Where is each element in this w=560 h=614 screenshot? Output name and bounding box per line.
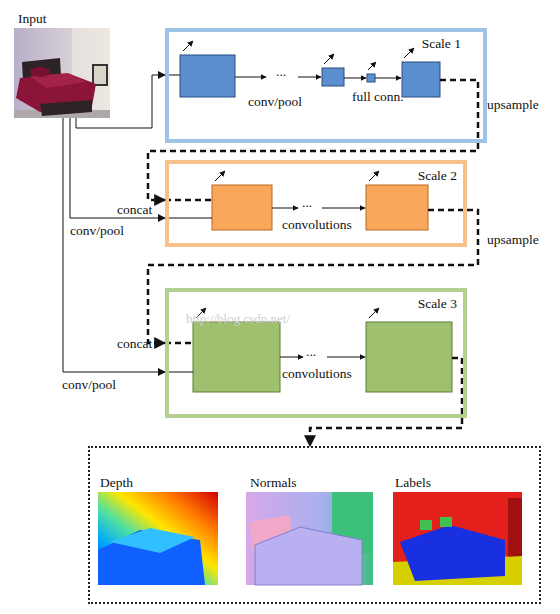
labels-pillow [420, 520, 432, 530]
learnable-mark [324, 54, 334, 64]
output-map: Depth [98, 492, 218, 585]
operation-label: full conn. [352, 89, 404, 105]
upsample-connector [148, 143, 478, 200]
fc-block [402, 62, 440, 97]
scale-title: Scale 3 [418, 296, 457, 312]
operation-label: convolutions [282, 366, 352, 382]
conv-block [366, 185, 428, 230]
depth-map [98, 492, 218, 585]
edge-label: upsample [487, 97, 539, 113]
edge-label: conv/pool [70, 223, 124, 239]
flow-arrow [322, 208, 365, 209]
conv-block [212, 185, 272, 230]
labels-bed [400, 525, 505, 581]
input-connector [63, 118, 165, 372]
upsample-wire [440, 80, 478, 143]
ellipsis: ... [302, 195, 312, 211]
upsample-connector [310, 418, 462, 446]
input-photo [14, 28, 110, 118]
scale-title: Scale 1 [422, 36, 461, 52]
operation-label: concat [117, 202, 152, 218]
output-wire [452, 358, 462, 418]
labels-pillow [440, 517, 452, 527]
map-heading: Labels [395, 475, 431, 491]
map-heading: Depth [100, 475, 133, 491]
conv-block [366, 322, 452, 392]
scale-box: Scale 1 [165, 28, 487, 143]
learnable-mark [369, 308, 379, 318]
image-heading: Input [18, 11, 47, 27]
normals-map [246, 492, 373, 585]
edge-label: conv/pool [62, 377, 116, 393]
ellipsis: ... [276, 64, 286, 80]
learnable-mark [404, 48, 414, 58]
scale-title: Scale 2 [418, 168, 457, 184]
flow-arrow [280, 357, 303, 358]
upsample-wire [165, 199, 212, 202]
learnable-mark [369, 171, 379, 181]
flow-arrow [344, 78, 366, 79]
normals-bed [255, 527, 362, 585]
fc-block [322, 68, 344, 86]
map-heading: Normals [250, 475, 297, 491]
input-connector [76, 75, 165, 128]
output-map: Labels [393, 492, 522, 585]
flow-arrow [375, 78, 401, 79]
ellipsis: ... [306, 344, 316, 360]
flow-arrow [298, 77, 321, 78]
labels-map [393, 492, 522, 585]
operation-label: convolutions [282, 217, 352, 233]
output-group: DepthNormalsLabels [88, 446, 541, 604]
conv-block [180, 55, 235, 97]
flow-arrow [272, 208, 298, 209]
operation-label: concat [117, 336, 152, 352]
flow-arrow [235, 77, 266, 78]
upsample-wire [428, 209, 467, 212]
photo-footboard [40, 100, 92, 116]
upsample-wire [165, 342, 193, 345]
flow-arrow [327, 357, 365, 358]
wire [165, 218, 212, 219]
learnable-mark [368, 62, 376, 70]
upsample-connector [148, 210, 478, 343]
input-image: Input [14, 28, 110, 118]
conv-block [193, 322, 280, 392]
scale-box: Scale 2 [165, 160, 467, 247]
input-connector [70, 118, 165, 218]
photo-pillow [30, 67, 50, 77]
learnable-mark [215, 171, 225, 181]
output-map: Normals [246, 492, 373, 585]
depth-bed-top [110, 528, 195, 553]
wire [165, 372, 193, 373]
photo-frame [92, 64, 108, 86]
operation-label: conv/pool [248, 94, 302, 110]
edge-label: upsample [487, 232, 539, 248]
learnable-mark [183, 41, 193, 51]
photo-frame-inner [94, 66, 106, 84]
fc-block [367, 74, 375, 82]
watermark: http://blog.csdn.net/ [186, 311, 290, 327]
